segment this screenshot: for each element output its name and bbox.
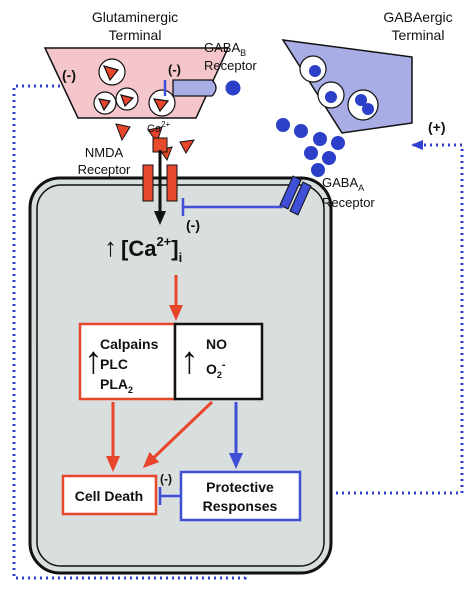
no-label: NO [206, 336, 227, 352]
glutamate-triangle [120, 94, 135, 108]
no-up-arrow: ↑ [180, 340, 199, 382]
nmda-receptor-left [142, 164, 154, 202]
glutamate-triangle [152, 98, 170, 113]
gaba-molecule [311, 163, 325, 177]
inhibition-label-gabaa: (-) [186, 217, 200, 233]
gaba-molecule [331, 136, 345, 150]
inhibition-label-celldeath: (-) [160, 472, 172, 486]
nmda-label-1: NMDA [85, 145, 124, 160]
glut-terminal-label-2: Terminal [109, 27, 162, 43]
gaba-molecule [362, 103, 374, 115]
inhibition-label-left: (-) [62, 67, 76, 83]
ca-ion-label: Ca2+ [147, 120, 171, 135]
gabab-receptor-label: GABAB [204, 40, 246, 58]
gaba-molecule [313, 132, 327, 146]
gaba-terminal-label-1: GABAergic [383, 9, 452, 25]
glut-vesicles [93, 58, 176, 117]
gabab-receptor-label-2: Receptor [204, 58, 257, 73]
gabaa-receptor-label: GABAA [322, 175, 364, 193]
gabaa-receptor-label-2: Receptor [322, 195, 375, 210]
gabaa-receptor [279, 175, 302, 210]
feedback-lines [12, 84, 464, 580]
nmda-label-2: Receptor [78, 162, 131, 177]
gaba-molecule [225, 80, 241, 96]
cell-death-box [61, 474, 158, 516]
glutamate-triangle [115, 123, 131, 142]
gaba-molecule [355, 94, 367, 106]
glutaminergic-terminal [43, 47, 230, 119]
gaba-vesicles [299, 55, 379, 121]
gaba-molecule [322, 151, 336, 165]
gaba-terminal-label-2: Terminal [392, 27, 445, 43]
no-box [173, 322, 264, 401]
cell-death-label: Cell Death [75, 488, 143, 504]
gaba-molecule [309, 65, 321, 77]
inhibition-label-gabab: (-) [168, 62, 181, 77]
plc-label: PLC [100, 356, 128, 372]
ca-concentration-label: ↑[Ca2+]i [104, 232, 182, 265]
glutamate-triangle [147, 126, 163, 144]
protective-label-2: Responses [203, 498, 278, 514]
superoxide-label: O2- [206, 359, 226, 380]
nmda-receptor-right [166, 164, 178, 202]
gabaa-receptor-2 [289, 181, 312, 216]
protective-label-1: Protective [206, 479, 274, 495]
glut-terminal-label-1: Glutaminergic [92, 9, 178, 25]
protective-responses-box [179, 470, 302, 522]
gaba-molecule [325, 91, 337, 103]
released-gaba [276, 118, 345, 177]
pla2-label: PLA2 [100, 376, 133, 395]
glutamate-triangle [97, 98, 112, 112]
postsynaptic-cell-inner [36, 184, 325, 567]
gabaergic-terminal [281, 39, 413, 134]
no-to-death-arrow [142, 400, 214, 469]
calpains-up-arrow: ↑ [84, 340, 103, 382]
excitation-label-right: (+) [428, 119, 446, 135]
gaba-molecule [294, 124, 308, 138]
calpains-label: Calpains [100, 336, 159, 352]
glutamate-triangle [102, 65, 120, 82]
gabab-receptor [172, 79, 217, 97]
nmda-channel-top [152, 137, 168, 153]
gaba-molecule [304, 146, 318, 160]
gaba-molecule [276, 118, 290, 132]
dotted-line-right-excitation [300, 140, 464, 495]
glutamate-triangle [179, 139, 195, 154]
